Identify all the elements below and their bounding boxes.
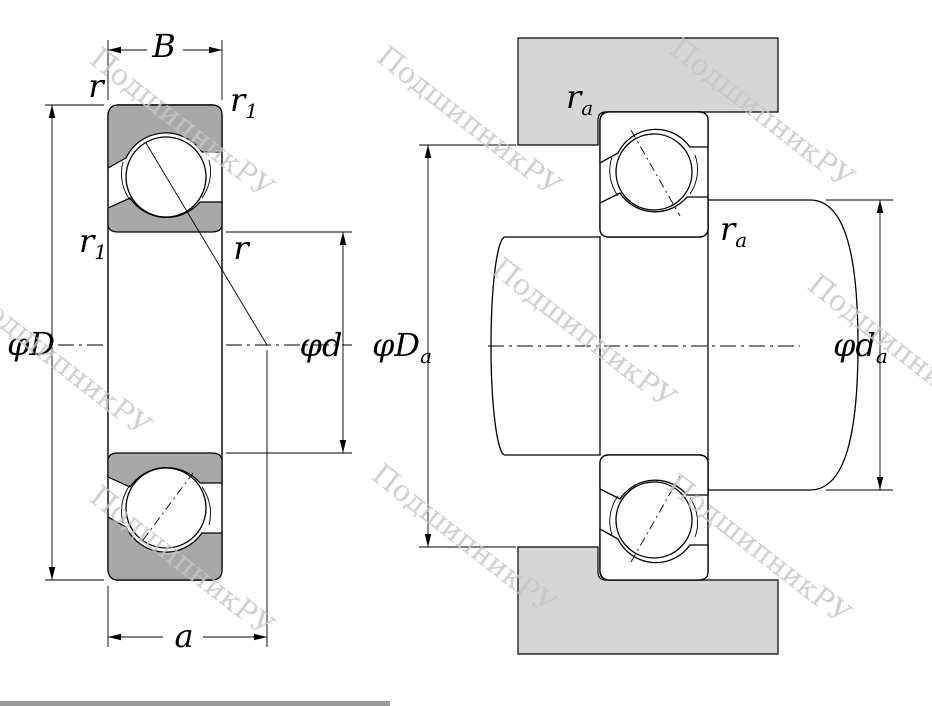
label-main: r bbox=[720, 210, 737, 248]
dim-arrow bbox=[209, 46, 222, 54]
dim-phi-d: φd bbox=[226, 231, 352, 454]
cage-arc bbox=[201, 159, 211, 199]
ball-bottom bbox=[125, 467, 207, 549]
left-view-bearing-section: B r r1 r1 r φD φd bbox=[7, 27, 352, 655]
bottom-edge-artifact bbox=[0, 701, 390, 706]
dim-arrow bbox=[876, 477, 884, 490]
ball-axis-dash bbox=[142, 472, 194, 541]
ball-axis-dash bbox=[630, 129, 681, 217]
dim-arrow bbox=[48, 105, 56, 118]
dim-arrow bbox=[424, 145, 432, 158]
dim-arrow bbox=[339, 440, 347, 453]
shaft-left-section bbox=[490, 236, 601, 456]
cage-arc bbox=[121, 484, 131, 524]
mounted-bearing-top bbox=[599, 111, 709, 238]
label-r1-left: r1 bbox=[79, 222, 107, 264]
inner-ring-section bbox=[599, 454, 709, 500]
label-r-top: r bbox=[88, 67, 105, 105]
label-main: r bbox=[566, 78, 583, 116]
label-a: a bbox=[174, 617, 193, 655]
label-r-mid: r bbox=[233, 229, 250, 267]
label-sub: a bbox=[581, 96, 593, 120]
label-phi-Da: φDa bbox=[372, 326, 432, 368]
outer-ring-bottom-section bbox=[107, 515, 223, 581]
cage-arc bbox=[201, 486, 211, 526]
dim-arrow bbox=[108, 633, 121, 641]
dim-phi-Da: φDa bbox=[372, 144, 516, 548]
cage-arc bbox=[689, 497, 699, 538]
ball-axis-dash bbox=[630, 475, 681, 563]
label-phi-da: φda bbox=[833, 326, 888, 368]
dim-arrow bbox=[339, 232, 347, 245]
label-sub: 1 bbox=[94, 240, 107, 264]
dim-arrow bbox=[424, 534, 432, 547]
label-phi-d: φd bbox=[300, 326, 343, 364]
dim-arrow bbox=[108, 46, 121, 54]
label-ra-mid: ra bbox=[720, 210, 747, 252]
ball bbox=[615, 481, 693, 559]
dim-phi-D: φD bbox=[7, 104, 104, 581]
dim-a: a bbox=[107, 350, 268, 655]
label-r1-top: r1 bbox=[230, 81, 258, 123]
label-B: B bbox=[151, 27, 176, 65]
label-main: r bbox=[230, 81, 247, 119]
dim-arrow bbox=[48, 567, 56, 580]
shaft-shoulder-right bbox=[707, 199, 859, 491]
cage-arc bbox=[689, 154, 699, 195]
outer-ring-section bbox=[599, 111, 709, 165]
label-ra-top: ra bbox=[566, 78, 593, 120]
inner-ring-section bbox=[599, 192, 709, 238]
label-main: φd bbox=[833, 326, 876, 364]
outer-ring-section bbox=[599, 527, 709, 581]
outer-ring-top-section bbox=[107, 104, 223, 170]
dim-phi-da: φda bbox=[826, 199, 893, 491]
cage-arc bbox=[121, 161, 131, 201]
contact-angle-line bbox=[145, 142, 268, 346]
label-sub: a bbox=[876, 344, 888, 368]
cage-arc bbox=[609, 156, 619, 197]
mounted-bearing-bottom bbox=[599, 454, 709, 581]
label-main: r bbox=[79, 222, 96, 260]
label-sub: 1 bbox=[245, 99, 258, 123]
dim-arrow bbox=[876, 200, 884, 213]
cage-arc bbox=[609, 495, 619, 536]
right-view-mounting: ra ra φDa φda bbox=[372, 37, 893, 655]
dim-arrow bbox=[254, 633, 267, 641]
label-sub: a bbox=[420, 344, 432, 368]
label-sub: a bbox=[735, 228, 747, 252]
dim-B: B bbox=[107, 27, 223, 100]
ball bbox=[615, 133, 693, 211]
watermark-text: ПодшипникРУ bbox=[366, 457, 563, 621]
label-main: φD bbox=[372, 326, 420, 364]
label-phi-D: φD bbox=[7, 325, 55, 363]
